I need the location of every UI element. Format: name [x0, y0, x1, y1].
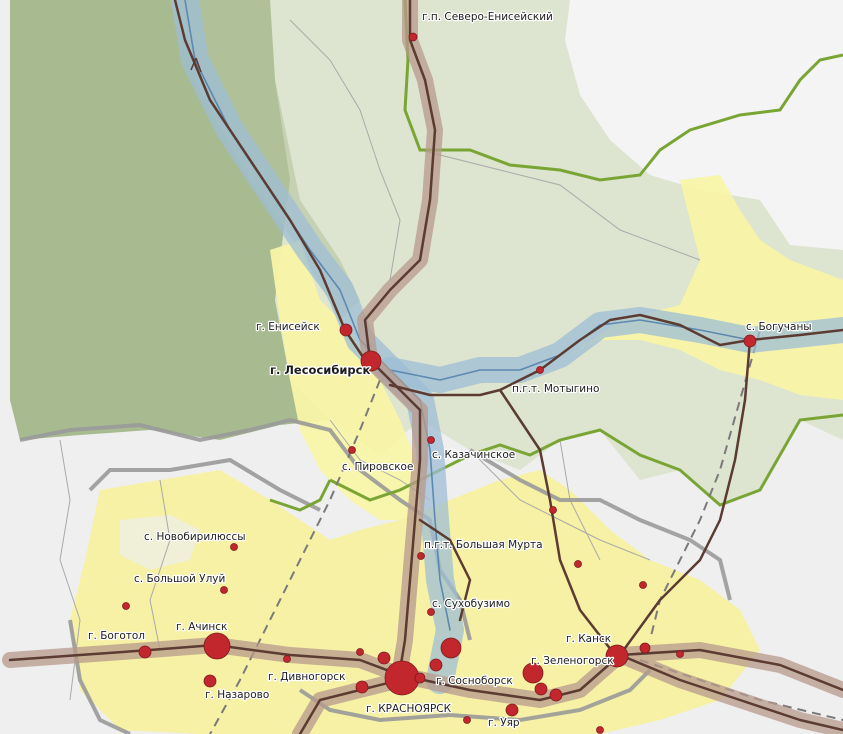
label-krasnoyarsk: г. КРАСНОЯРСК	[366, 703, 452, 715]
label-sosnovoborsk: г. Сосноборск	[436, 675, 513, 687]
city-marker-motygino	[536, 366, 544, 374]
city-marker-uyar	[505, 703, 519, 717]
label-bogotol: г. Боготол	[88, 630, 145, 642]
city-marker-misc3	[574, 560, 582, 568]
city-marker-divnogorsk	[355, 680, 369, 694]
label-bolshaya-murta: п.г.т. Большая Мурта	[424, 539, 543, 551]
city-marker-bogotol	[138, 645, 152, 659]
label-severo-eniseysky: г.п. Северо-Енисейский	[422, 11, 553, 23]
label-motygino: п.г.т. Мотыгино	[512, 383, 599, 395]
city-marker-misc8	[414, 672, 426, 684]
label-novobirilyussy: с. Новобирилюссы	[144, 531, 246, 543]
city-marker-misc13	[676, 650, 684, 658]
label-kazachinskoe: с. Казачинское	[432, 449, 515, 461]
city-marker-eniseysk	[339, 323, 353, 337]
city-marker-misc10	[534, 682, 548, 696]
label-uyar: г. Уяр	[488, 717, 520, 729]
label-eniseysk: г. Енисейск	[256, 321, 320, 333]
city-marker-krasnoyarsk	[384, 660, 420, 696]
city-marker-misc11	[549, 688, 563, 702]
city-marker-bolshaya-murta	[417, 552, 425, 560]
white-patch-sw	[120, 515, 200, 570]
city-marker-misc6	[356, 648, 364, 656]
yellow-zone-center	[270, 240, 420, 520]
city-marker-misc14	[463, 716, 471, 724]
label-pirovskoe: с. Пировское	[342, 461, 413, 473]
city-marker-lesosibirsk	[360, 350, 382, 372]
city-marker-misc1	[122, 602, 130, 610]
city-marker-sosnovoborsk	[429, 658, 443, 672]
label-lesosibirsk: г. Лесосибирск	[270, 363, 370, 377]
label-zelenogorsk: г. Зеленогорск	[531, 655, 614, 667]
city-marker-achinsk	[203, 632, 231, 660]
city-marker-misc4	[639, 581, 647, 589]
city-marker-sukhobuzimo	[427, 608, 435, 616]
city-marker-kansk	[605, 644, 629, 668]
city-marker-novobirilyussy	[230, 543, 238, 551]
label-divnogorsk: г. Дивногорск	[268, 671, 345, 683]
city-marker-misc12	[639, 642, 651, 654]
city-marker-bolshoy-uluy	[220, 586, 228, 594]
administrative-border-green	[403, 0, 843, 182]
city-marker-misc9	[440, 637, 462, 659]
label-sukhobuzimo: с. Сухобузимо	[432, 598, 510, 610]
city-markers	[122, 32, 757, 734]
label-nazarovo: г. Назарово	[205, 689, 269, 701]
city-marker-zelenogorsk	[522, 662, 544, 684]
road-arrow-icon	[190, 57, 202, 73]
label-kansk: г. Канск	[566, 633, 611, 645]
label-boguchany: с. Богучаны	[746, 321, 812, 333]
city-marker-misc15	[596, 726, 604, 734]
city-marker-misc2	[549, 506, 557, 514]
label-achinsk: г. Ачинск	[176, 621, 227, 633]
administrative-border-green-west	[269, 479, 332, 512]
city-marker-kazachinskoe	[427, 436, 435, 444]
city-marker-boguchany	[743, 334, 757, 348]
city-marker-pirovskoe	[348, 446, 356, 454]
city-marker-misc5	[283, 655, 291, 663]
city-marker-severo-eniseysky	[408, 32, 418, 42]
map-labels: г.п. Северо-Енисейский г. Енисейск г. Ле…	[87, 10, 813, 731]
city-marker-misc7	[377, 651, 391, 665]
label-bolshoy-uluy: с. Большой Улуй	[134, 573, 225, 585]
city-marker-nazarovo	[203, 674, 217, 688]
